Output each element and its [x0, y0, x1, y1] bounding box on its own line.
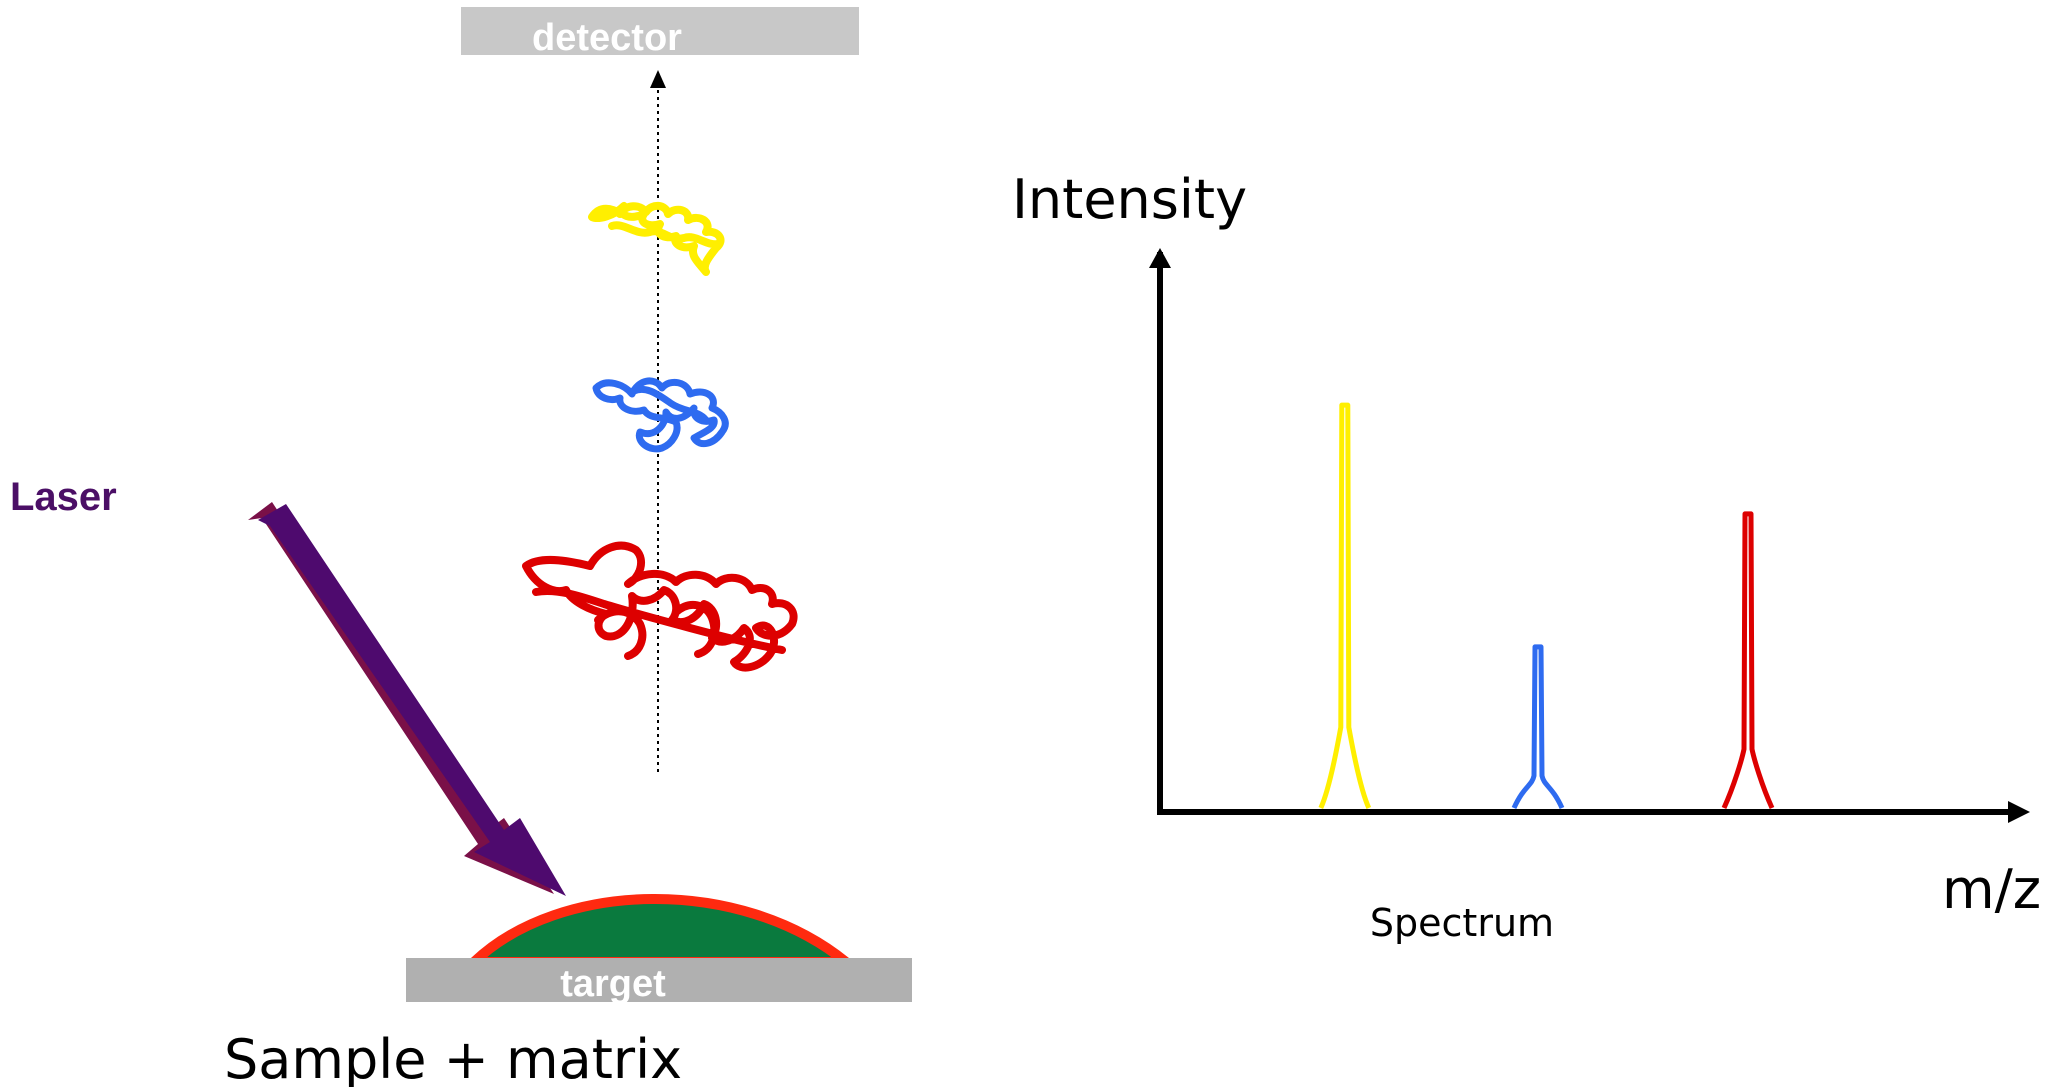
target-plate — [406, 958, 912, 1002]
y-axis-label: Intensity — [1012, 168, 1247, 231]
x-axis-label: m/z — [1942, 858, 2041, 921]
sample-matrix-label: Sample + matrix — [224, 1028, 682, 1087]
spectrum-peak-3 — [1721, 511, 1775, 810]
laser-arrow — [258, 504, 566, 896]
detector: detector — [461, 7, 859, 59]
medium-ion — [592, 377, 729, 453]
light-ion — [588, 201, 725, 276]
target: target — [406, 958, 912, 1005]
laser-label: Laser — [10, 475, 117, 519]
target-label: target — [560, 963, 666, 1005]
sample-dome — [461, 894, 861, 967]
spectrum-chart: Intensity m/z Spectrum — [1012, 168, 2041, 945]
sample-matrix-spot — [461, 894, 861, 967]
detector-plate — [461, 7, 859, 55]
detector-label: detector — [532, 17, 682, 59]
x-axis-arrowhead — [2008, 801, 2030, 823]
spectrum-peak-2 — [1511, 644, 1565, 810]
y-axis-arrowhead — [1149, 248, 1171, 268]
chart-caption: Spectrum — [1370, 901, 1554, 945]
heavy-ion — [522, 541, 798, 672]
spectrum-peaks — [1318, 402, 1775, 810]
instrument-schematic: detector Laser target Sample + mat — [10, 7, 912, 1087]
spectrum-peak-1 — [1318, 402, 1372, 810]
laser-beam-arrow — [248, 502, 566, 896]
